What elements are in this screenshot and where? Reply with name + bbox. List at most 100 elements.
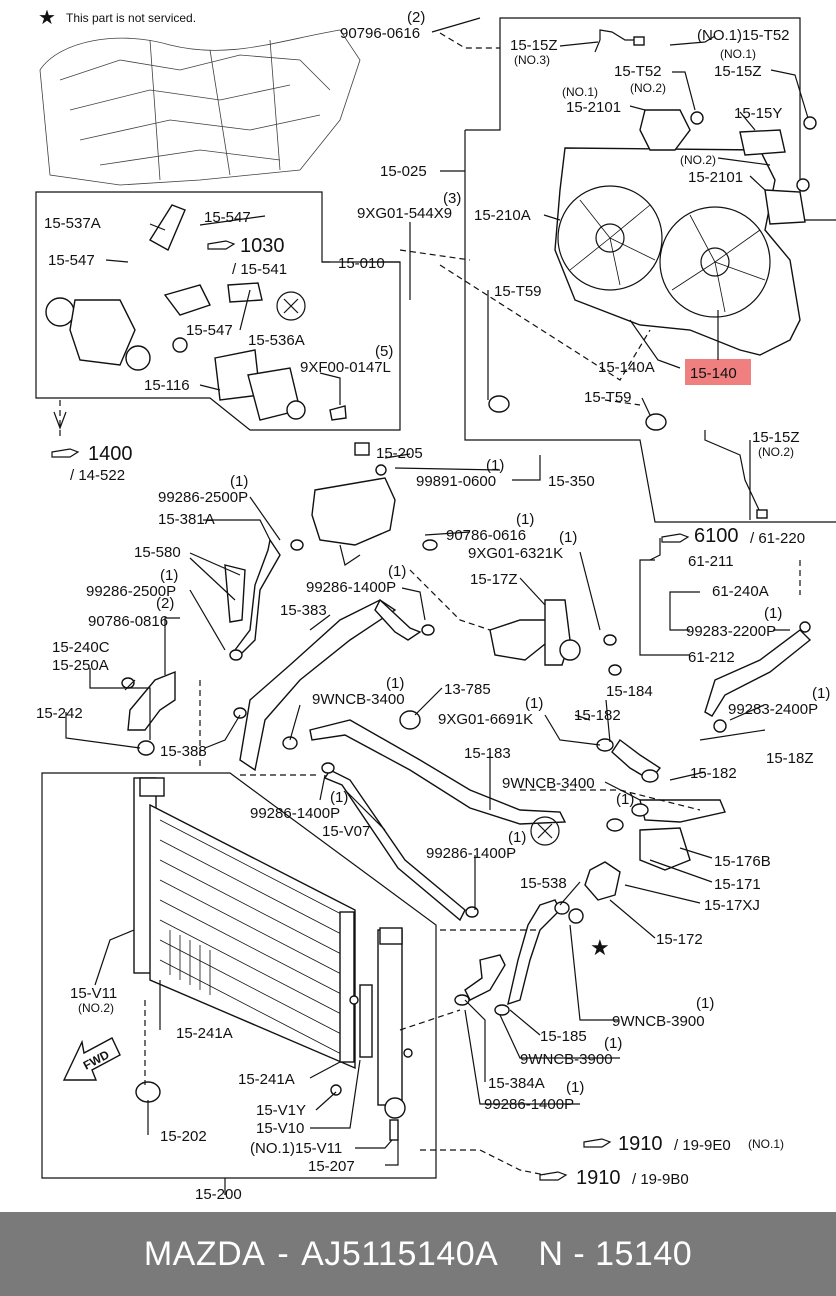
label: 15-547 bbox=[186, 322, 233, 339]
label: (1) bbox=[230, 473, 248, 490]
leader-lines bbox=[65, 17, 809, 1195]
label: 15-547 bbox=[204, 209, 251, 226]
label: 61-212 bbox=[688, 649, 735, 666]
footer-separator: - bbox=[277, 1234, 290, 1273]
label: 9XG01-6691K bbox=[438, 711, 533, 728]
label: 99891-0600 bbox=[416, 473, 496, 490]
label: 15-15Z bbox=[752, 429, 800, 446]
label: (1) bbox=[386, 675, 404, 692]
label: / 19-9B0 bbox=[632, 1171, 689, 1188]
label: 15-V1Y bbox=[256, 1102, 306, 1119]
label: 15-025 bbox=[380, 163, 427, 180]
coolant-reservoir bbox=[311, 442, 396, 566]
label: 6100 bbox=[694, 525, 739, 547]
label: 15-010 bbox=[338, 255, 385, 272]
label: 15-381A bbox=[158, 511, 215, 528]
label: 15-140A bbox=[598, 359, 655, 376]
radiator bbox=[133, 777, 413, 1141]
footer-code: N - 15140 bbox=[538, 1234, 693, 1273]
label: (NO.1) bbox=[748, 1137, 784, 1151]
label: 15-V10 bbox=[256, 1120, 304, 1137]
label: 15-2101 bbox=[566, 99, 621, 116]
label: 9XG01-544X9 bbox=[357, 205, 452, 222]
label: 15-183 bbox=[464, 745, 511, 762]
label: (2) bbox=[156, 595, 174, 612]
label: (5) bbox=[375, 343, 393, 360]
label: / 14-522 bbox=[70, 467, 125, 484]
label: (1) bbox=[388, 563, 406, 580]
label: (1) bbox=[812, 685, 830, 702]
label: (1) bbox=[508, 829, 526, 846]
label: 99283-2200P bbox=[686, 623, 776, 640]
label: 15-536A bbox=[248, 332, 305, 349]
brackets bbox=[127, 564, 246, 731]
label: 9WNCB-3400 bbox=[312, 691, 405, 708]
label: (1) bbox=[160, 567, 178, 584]
label: (2) bbox=[407, 9, 425, 26]
label: 15-176B bbox=[714, 853, 771, 870]
label: 15-184 bbox=[606, 683, 653, 700]
label: 61-240A bbox=[712, 583, 769, 600]
label: 15-350 bbox=[548, 473, 595, 490]
label: 15-V07 bbox=[322, 823, 370, 840]
label: (NO.1) bbox=[562, 85, 598, 99]
label: 15-383 bbox=[280, 602, 327, 619]
label: 15-205 bbox=[376, 445, 423, 462]
label: (1) bbox=[486, 457, 504, 474]
label-15-140: 15-140 bbox=[690, 365, 737, 382]
ref-arrow-icons bbox=[51, 240, 690, 1181]
star-icon: ★ bbox=[38, 7, 56, 29]
label: 15-240C bbox=[52, 639, 110, 656]
label: 61-211 bbox=[688, 553, 734, 570]
footer-bar: MAZDA - AJ5115140A N - 15140 bbox=[0, 1212, 836, 1296]
label: 90796-0616 bbox=[340, 25, 420, 42]
label: (NO.3) bbox=[514, 53, 550, 67]
label: 9WNCB-3900 bbox=[612, 1013, 705, 1030]
label: (1) bbox=[525, 695, 543, 712]
label: 15-172 bbox=[656, 931, 703, 948]
radiator-group-box bbox=[41, 772, 437, 1179]
label: 15-202 bbox=[160, 1128, 207, 1145]
fan-group-box bbox=[464, 17, 836, 523]
label: (NO.1)15-T52 bbox=[697, 27, 790, 44]
label: (1) bbox=[566, 1079, 584, 1096]
label: 9WNCB-3400 bbox=[502, 775, 595, 792]
label: / 15-541 bbox=[232, 261, 287, 278]
footer-brand: MAZDA bbox=[143, 1234, 266, 1273]
label: (1) bbox=[330, 789, 348, 806]
label: 15-207 bbox=[308, 1158, 355, 1175]
label: 15-T59 bbox=[494, 283, 542, 300]
label: 15-185 bbox=[540, 1028, 587, 1045]
label: 99286-1400P bbox=[426, 845, 516, 862]
label: 15-171 bbox=[714, 876, 761, 893]
label: (1) bbox=[696, 995, 714, 1012]
label: 15-241A bbox=[176, 1025, 233, 1042]
label: (NO.2) bbox=[630, 81, 666, 95]
label: 13-785 bbox=[444, 681, 491, 698]
label: 15-17XJ bbox=[704, 897, 760, 914]
label: (NO.2) bbox=[78, 1001, 114, 1015]
label: 99286-2500P bbox=[158, 489, 248, 506]
parts-diagram: ★ This part is not serviced. bbox=[35, 7, 836, 1203]
label: 15-241A bbox=[238, 1071, 295, 1088]
label: 15-V11 bbox=[70, 985, 117, 1002]
clamps-and-bolts bbox=[121, 539, 811, 1103]
label: 1400 bbox=[88, 443, 133, 465]
label: 15-384A bbox=[488, 1075, 545, 1092]
label: 1910 bbox=[618, 1133, 663, 1155]
label: 15-242 bbox=[36, 705, 83, 722]
footer-part-number: AJ5115140A bbox=[301, 1234, 499, 1273]
highlight-box bbox=[685, 359, 751, 385]
label: 15-17Z bbox=[470, 571, 518, 588]
not-serviced-star-icon: ★ bbox=[590, 935, 610, 960]
label: 99286-2500P bbox=[86, 583, 176, 600]
label: 15-18Z bbox=[766, 750, 814, 767]
label: 90786-0816 bbox=[88, 613, 168, 630]
label: (NO.2) bbox=[758, 445, 794, 459]
label: 15-537A bbox=[44, 215, 101, 232]
dashed-guides bbox=[59, 249, 801, 1176]
label: 15-T52 bbox=[614, 63, 662, 80]
label: 15-538 bbox=[520, 875, 567, 892]
label: (1) bbox=[764, 605, 782, 622]
label: 15-15Y bbox=[734, 105, 782, 122]
